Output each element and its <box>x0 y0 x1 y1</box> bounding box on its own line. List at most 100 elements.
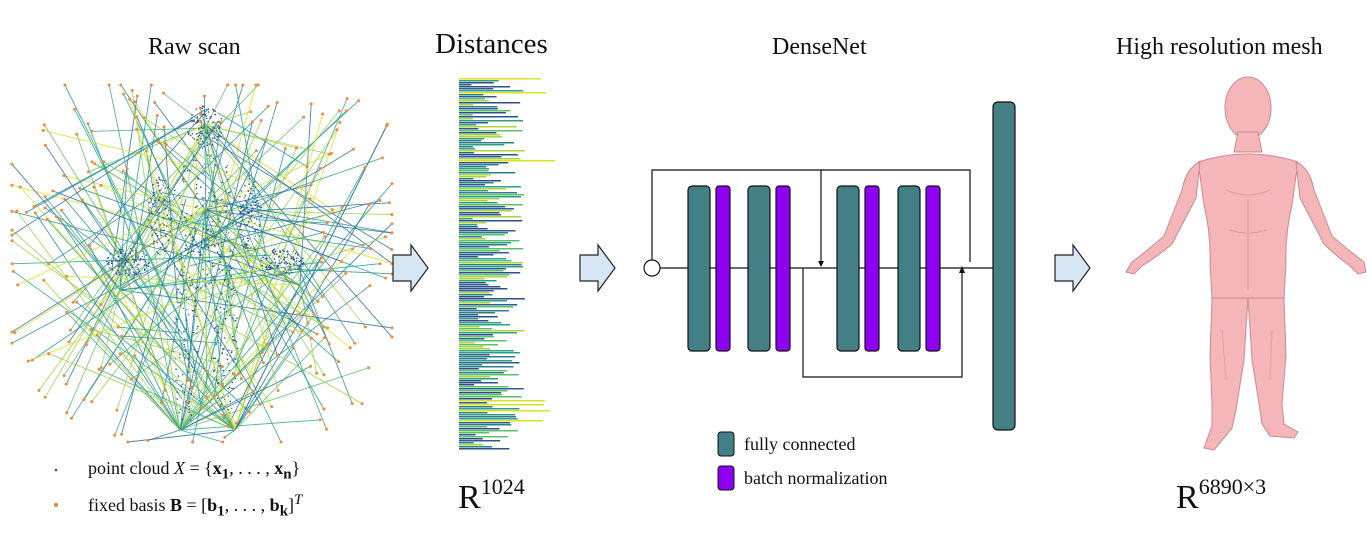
basis-ray <box>17 217 163 286</box>
cloud-point <box>193 120 195 123</box>
distance-bar <box>459 438 483 440</box>
basis-ray <box>299 103 312 286</box>
cloud-point <box>201 172 203 175</box>
cloud-point <box>253 217 256 219</box>
cloud-point <box>236 317 238 319</box>
cloud-point <box>134 249 137 252</box>
cloud-point <box>238 225 240 228</box>
distance-bar <box>459 370 508 372</box>
basis-point <box>60 208 63 212</box>
fc-layer <box>747 185 771 352</box>
cloud-point <box>135 273 138 276</box>
distance-bar <box>459 226 478 228</box>
cloud-point <box>216 251 219 253</box>
basis-ray <box>192 316 222 443</box>
basis-point <box>326 326 330 330</box>
cloud-point <box>214 244 216 247</box>
cloud-point <box>194 206 197 209</box>
basis-ray <box>28 261 275 362</box>
basis-point <box>62 174 66 178</box>
cloud-point <box>129 252 131 255</box>
cloud-point <box>211 121 214 123</box>
cloud-point <box>272 251 275 254</box>
cloud-point <box>159 196 161 199</box>
cloud-point <box>207 108 210 110</box>
basis-ray <box>65 188 163 385</box>
distance-bar <box>459 128 479 130</box>
distance-bar <box>459 344 498 346</box>
distance-bar <box>459 192 518 194</box>
distance-bar <box>459 232 509 234</box>
cloud-point <box>162 212 164 215</box>
cloud-point <box>225 310 228 313</box>
distance-bar <box>459 418 518 420</box>
distance-bar <box>459 126 517 128</box>
basis-point <box>163 388 167 392</box>
cloud-point <box>201 246 203 249</box>
cloud-point <box>118 273 121 276</box>
distance-bar <box>459 120 523 122</box>
basis-ray <box>235 84 268 263</box>
basis-point <box>135 127 139 131</box>
basis-ray <box>204 209 319 302</box>
cloud-point <box>106 260 108 263</box>
cloud-point <box>262 256 264 259</box>
cloud-point <box>227 178 229 181</box>
basis-point <box>239 377 243 381</box>
distance-bar <box>459 388 524 390</box>
distance-bar <box>459 348 491 350</box>
cloud-point <box>225 171 228 173</box>
cloud-point <box>219 344 222 347</box>
cloud-point <box>248 183 250 185</box>
cloud-point <box>179 258 181 260</box>
cloud-point <box>163 204 165 206</box>
cloud-point <box>150 211 153 213</box>
cloud-point <box>254 204 257 206</box>
cloud-point <box>217 331 220 334</box>
cloud-point <box>120 252 123 255</box>
distance-bar <box>459 362 520 364</box>
distance-bar <box>459 276 508 278</box>
cloud-point <box>196 119 199 122</box>
cloud-point <box>202 113 204 116</box>
cloud-point <box>170 209 173 212</box>
legend-sup: T <box>294 492 303 508</box>
basis-point <box>276 389 280 392</box>
cloud-point <box>225 166 227 169</box>
cloud-point <box>283 256 286 259</box>
cloud-point <box>214 252 216 254</box>
cloud-point <box>109 253 112 255</box>
cloud-point <box>281 249 284 251</box>
cloud-point <box>231 387 233 390</box>
distance-bar <box>459 210 512 212</box>
cloud-point <box>144 268 146 270</box>
cloud-point <box>183 289 186 291</box>
cloud-point <box>124 272 127 275</box>
cloud-point <box>258 235 261 237</box>
basis-point <box>115 408 119 412</box>
basis-point <box>247 410 251 414</box>
cloud-point <box>250 209 253 212</box>
cloud-point <box>290 256 293 258</box>
basis-ray <box>119 289 237 424</box>
basis-point <box>116 325 120 329</box>
basis-point <box>315 332 319 336</box>
basis-point <box>78 186 82 190</box>
cloud-point <box>283 250 286 253</box>
cloud-point <box>221 198 223 201</box>
cloud-point <box>115 272 118 274</box>
basis-ray <box>227 284 301 427</box>
cloud-point <box>185 219 188 221</box>
basis-point <box>254 83 258 87</box>
basis-point <box>322 325 326 329</box>
cloud-point <box>120 273 123 275</box>
basis-ray <box>118 326 179 334</box>
cloud-point <box>158 178 161 180</box>
cloud-point <box>175 368 177 371</box>
cloud-point <box>248 231 251 233</box>
legend-point-cloud: point cloud X = {x1, . . . , xn} <box>88 458 300 484</box>
basis-ray <box>129 98 236 431</box>
cloud-point <box>215 129 218 132</box>
cloud-point <box>228 280 230 283</box>
basis-point <box>251 390 255 394</box>
